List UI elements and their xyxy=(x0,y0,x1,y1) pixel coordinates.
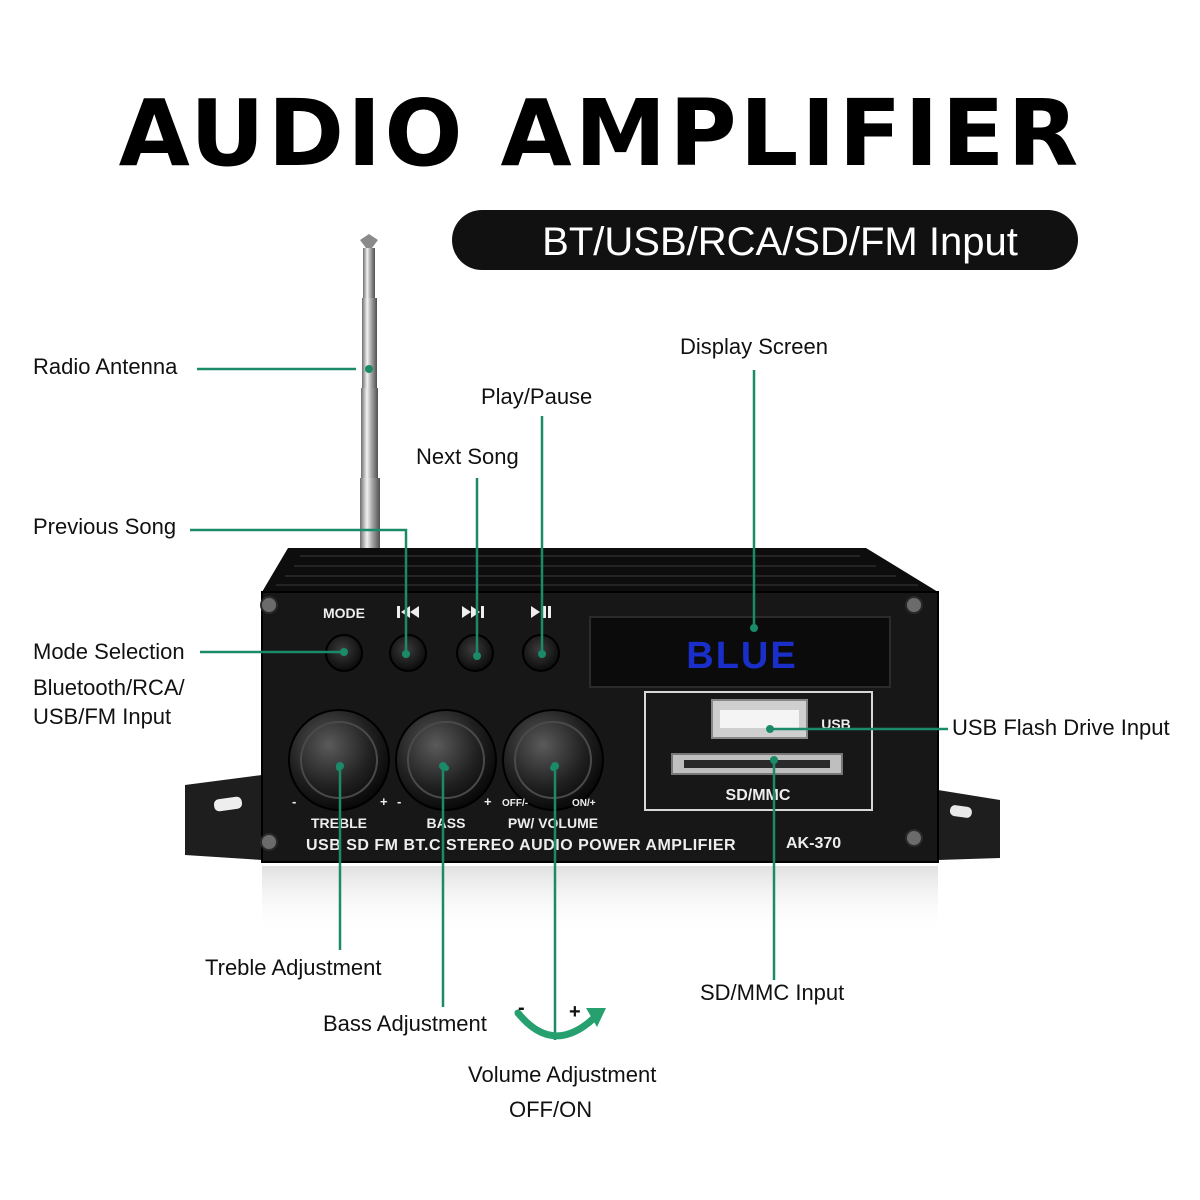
sd-slot-label: SD/MMC xyxy=(726,787,791,804)
callout-bass-adjustment: Bass Adjustment xyxy=(323,1011,487,1036)
volume-label: PW/ VOLUME xyxy=(508,815,598,831)
callout-mode-inputs-line1: Bluetooth/RCA/ xyxy=(33,675,185,700)
callout-previous-song: Previous Song xyxy=(33,514,177,539)
callout-volume-adjustment: Volume Adjustment xyxy=(468,1062,657,1087)
rotate-plus-sign: + xyxy=(569,1001,581,1023)
callout-treble-adjustment: Treble Adjustment xyxy=(205,955,382,980)
right-mount-flange xyxy=(938,790,1000,860)
volume-knob[interactable] xyxy=(502,709,604,811)
callout-next-song: Next Song xyxy=(416,444,519,469)
page-title: AUDIO AMPLIFIER xyxy=(118,80,1082,187)
screw-icon xyxy=(905,596,923,614)
bass-knob[interactable] xyxy=(395,709,497,811)
callout-display-screen: Display Screen xyxy=(680,334,828,359)
callout-usb-flash-drive-input: USB Flash Drive Input xyxy=(952,715,1170,740)
volume-rotate-arrow-icon: - + xyxy=(514,997,606,1040)
left-mount-flange xyxy=(185,775,262,860)
media-input-box xyxy=(644,691,873,811)
volume-on-label: ON/+ xyxy=(572,798,596,809)
input-types-banner: BT/USB/RCA/SD/FM Input xyxy=(452,210,1078,270)
bass-minus: - xyxy=(397,794,401,809)
callout-mode-selection: Mode Selection xyxy=(33,639,185,664)
screw-icon xyxy=(260,833,278,851)
front-panel-text: USB SD FM BT.C STEREO AUDIO POWER AMPLIF… xyxy=(306,837,736,854)
input-types-text: BT/USB/RCA/SD/FM Input xyxy=(542,220,1018,264)
callout-off-on: OFF/ON xyxy=(509,1097,593,1122)
treble-minus: - xyxy=(292,794,296,809)
screw-icon xyxy=(905,829,923,847)
mode-label: MODE xyxy=(323,605,365,621)
callout-radio-antenna: Radio Antenna xyxy=(33,354,178,379)
antenna xyxy=(360,234,380,552)
callout-dots xyxy=(336,365,778,770)
treble-plus: + xyxy=(380,794,388,809)
device-reflection xyxy=(262,866,938,936)
callout-sd-mmc-input: SD/MMC Input xyxy=(700,980,845,1005)
rotate-minus-sign: - xyxy=(518,997,525,1019)
callout-mode-inputs-line2: USB/FM Input xyxy=(33,704,172,729)
next-icon xyxy=(462,606,484,618)
callout-play-pause: Play/Pause xyxy=(481,384,593,409)
bass-plus: + xyxy=(484,794,492,809)
model-number: AK-370 xyxy=(786,835,841,852)
callout-lines xyxy=(190,367,948,1040)
heatsink-top xyxy=(262,548,938,592)
screw-icon xyxy=(260,596,278,614)
bass-label: BASS xyxy=(427,815,466,831)
display-text: BLUE xyxy=(686,635,797,677)
volume-off-label: OFF/- xyxy=(502,798,528,809)
play-pause-icon xyxy=(531,606,551,618)
display-screen xyxy=(589,616,891,688)
